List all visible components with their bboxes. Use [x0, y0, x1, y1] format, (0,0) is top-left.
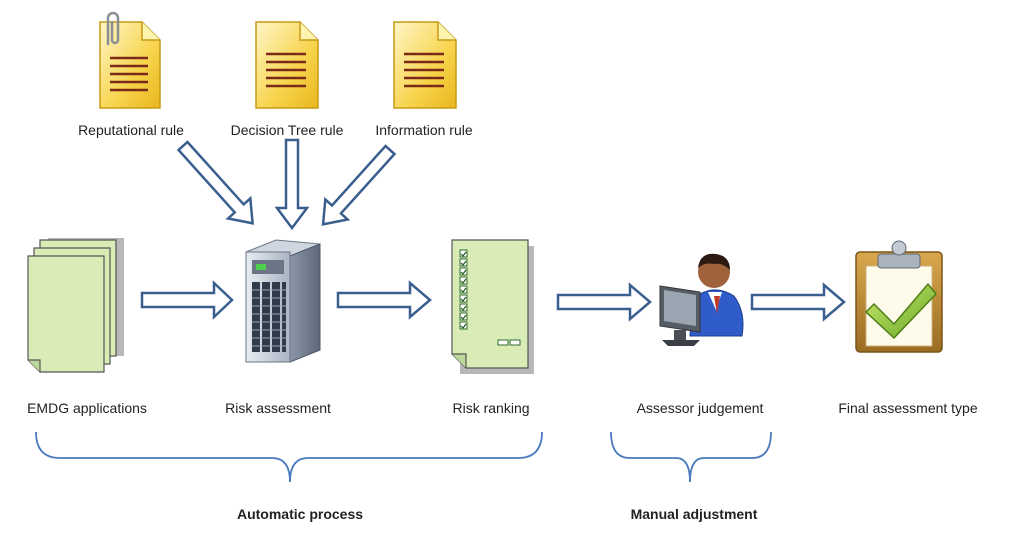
final-assessment-type-label: Final assessment type — [838, 400, 978, 416]
arrow-information-to-risk — [321, 144, 397, 226]
decision-tree-rule-doc-icon — [255, 21, 319, 109]
emdg-applications-icon — [27, 238, 124, 373]
automatic-process-brace — [35, 431, 543, 483]
reputational-rule-label: Reputational rule — [78, 122, 184, 138]
arrow-ranking-to-assessor — [556, 282, 652, 322]
emdg-applications-label: EMDG applications — [27, 400, 147, 416]
risk-assessment-label: Risk assessment — [225, 400, 331, 416]
arrow-emdg-to-risk — [140, 280, 234, 320]
assessor-judgement-label: Assessor judgement — [636, 400, 764, 416]
information-rule-doc-icon — [393, 21, 457, 109]
clipboard-check-icon — [855, 240, 943, 353]
information-rule-label: Information rule — [375, 122, 473, 138]
paperclip-icon — [106, 11, 120, 46]
automatic-process-label: Automatic process — [236, 506, 364, 522]
server-icon — [245, 239, 321, 363]
arrow-decision-to-risk — [274, 138, 310, 231]
assessor-at-computer-icon — [659, 253, 744, 346]
risk-ranking-checklist-icon — [451, 239, 534, 374]
decision-tree-rule-label: Decision Tree rule — [230, 122, 344, 138]
arrow-risk-to-ranking — [336, 280, 432, 320]
reputational-rule-doc-icon — [99, 11, 161, 109]
arrow-assessor-to-final — [750, 282, 846, 322]
arrow-reputational-to-risk — [176, 140, 254, 225]
risk-ranking-label: Risk ranking — [452, 400, 530, 416]
manual-adjustment-brace — [610, 431, 772, 483]
manual-adjustment-label: Manual adjustment — [630, 506, 758, 522]
